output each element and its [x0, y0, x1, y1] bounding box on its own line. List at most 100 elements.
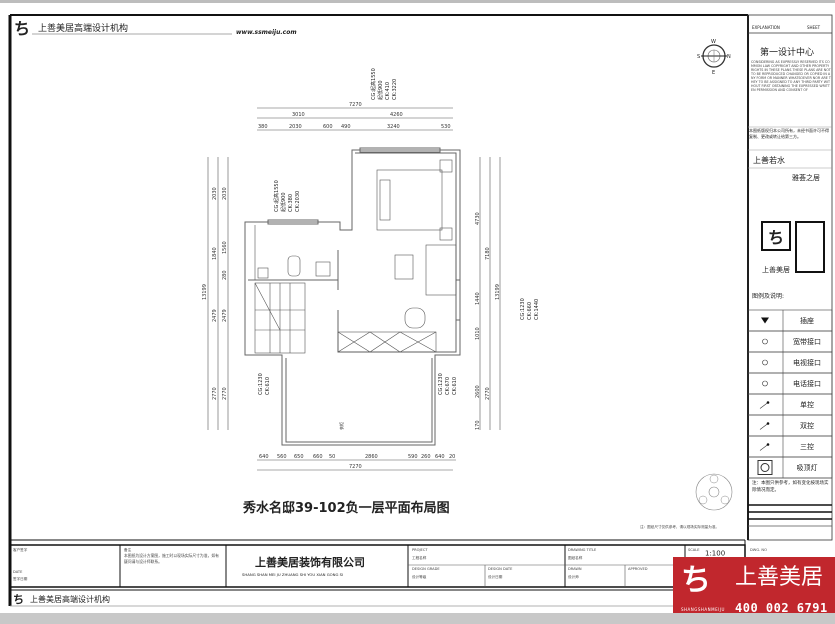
compass-rose-bottom-icon	[695, 473, 733, 511]
sheet-label: SHEET	[807, 25, 821, 30]
legend-label: 电话接口	[793, 379, 821, 388]
design-date-label: DESIGN DATE	[488, 567, 513, 571]
drawn-label: DRAWN	[568, 567, 582, 571]
note-left-1: 起低900	[280, 192, 287, 212]
legend-row: 插座	[747, 309, 833, 332]
dim-right-outer-0: 7180	[485, 247, 491, 260]
window-right	[455, 279, 461, 321]
note-left-3: CK:2030	[295, 191, 301, 212]
top-border	[0, 0, 835, 3]
header-website[interactable]: www.ssmeiju.com	[236, 29, 297, 36]
note-storage: 衣柜	[338, 422, 344, 430]
title-block: 客户签字 DATE 签字日期 备注 本图纸为设计方案图，施工时以现场实际尺寸为准…	[9, 539, 767, 607]
compass-icon: W S N E	[697, 39, 731, 76]
brand-phone: 400 002 6791	[735, 601, 828, 615]
legend-label: 单控	[800, 400, 814, 409]
project-label: PROJECT	[412, 548, 428, 552]
phone-port-icon	[762, 380, 768, 387]
date-label: DATE	[13, 570, 23, 574]
dim-bottom-8: 640	[435, 454, 445, 460]
bedroom-furniture	[337, 159, 457, 353]
dwg-no-label: DWG. NO	[750, 548, 767, 552]
side-panel: EXPLANATION SHEET 第一设计中心 CONSIDERING AS …	[747, 14, 833, 541]
dim-top-3-1: 2030	[289, 124, 302, 130]
chair-icon	[404, 307, 426, 329]
company-name: 上善美居装饰有限公司	[255, 555, 365, 569]
drawing-title-label: DRAWING TITLE	[568, 548, 597, 552]
dim-top-2-1: 4260	[390, 112, 403, 118]
dim-left-inner-2: 280	[222, 270, 228, 280]
legend-label: 双控	[800, 421, 814, 430]
legend-note: 注：本图只供参考，如有变化按现场实际情况而定。	[752, 481, 829, 493]
brand-badge[interactable]: ち 上善美居 SHANGSHANMEIJU 400 002 6791	[673, 557, 835, 623]
legend-label: 插座	[800, 316, 814, 325]
dim-top-3-3: 490	[341, 124, 351, 130]
annotations: CG:起高1550 起低900 CK:410 CK:3220 CG:起高1550…	[258, 68, 540, 430]
note-left-2: CK:380	[288, 194, 294, 212]
sink-icon	[315, 261, 331, 277]
dim-left-inner-0: 2030	[222, 187, 228, 200]
right-dimensions: 4730 1440 1010 2600 170 7180 2770 13199	[475, 157, 501, 430]
tv-port-icon	[762, 359, 768, 366]
legend-label: 宽带接口	[793, 337, 821, 346]
note-top-3: CK:3220	[392, 79, 398, 100]
note-left-0: CG:起高1550	[273, 180, 280, 212]
project-value: 工程名称	[412, 555, 427, 560]
dim-left-inner-1: 1560	[222, 241, 228, 254]
copyright-cn: 本图纸版权归本公司所有，未经书面许可不得复制、更改或转让给第三方。	[749, 128, 829, 139]
note-top-1: 起低900	[377, 80, 384, 100]
brand-name: 上善美居	[735, 565, 824, 590]
design-grade-label: DESIGN GRADE	[412, 567, 440, 571]
dim-bottom-5: 2860	[365, 454, 378, 460]
design-grade-value: 设计等级	[412, 574, 427, 579]
socket-icon	[761, 317, 769, 324]
date-value: 签字日期	[13, 576, 28, 581]
client-label: 客户签字	[13, 547, 28, 552]
double-switch-icon	[759, 422, 770, 430]
dim-left-outer-1: 1840	[212, 247, 218, 260]
note-top-2: CK:410	[385, 82, 391, 100]
compass-n: N	[727, 54, 731, 60]
note-right-1: CK:660	[527, 302, 533, 320]
brand-dots: SHANGSHANMEIJU	[681, 607, 725, 612]
dim-right-outer-1: 2770	[485, 387, 491, 400]
left-dimensions: 13199 2030 1840 2479 2770 2030 1560 280 …	[202, 157, 229, 430]
dim-bottom-1: 560	[277, 454, 287, 460]
dim-left-outer-0: 2030	[212, 187, 218, 200]
dim-left-outer-3: 2770	[212, 387, 218, 400]
dim-right-inner-1: 1440	[475, 292, 481, 305]
approved-label: APPROVED	[628, 567, 648, 571]
dim-left-total: 13199	[202, 284, 208, 300]
dim-right-inner-4: 170	[475, 420, 481, 430]
staircase	[254, 282, 306, 354]
dim-bottom-3: 660	[313, 454, 323, 460]
drawn-value: 设计师	[568, 574, 579, 579]
note-right-2: CK:1440	[534, 299, 540, 320]
sofa-icon	[425, 244, 457, 296]
single-switch-icon	[759, 401, 770, 409]
window-left	[267, 219, 319, 225]
footer-org-name: 上善美居高端设计机构	[30, 594, 110, 604]
note-label: 备注	[124, 547, 132, 552]
dim-top-3-5: 530	[441, 124, 451, 130]
bottom-border	[0, 613, 835, 624]
legend-row: 三控	[747, 435, 833, 458]
bed-icon	[376, 169, 443, 231]
design-date-value: 设计日期	[488, 574, 503, 579]
dim-top-total: 7270	[349, 102, 362, 108]
legend-title: 图例及说明:	[752, 292, 784, 300]
side-logo: ち 上善美居	[761, 221, 825, 274]
window-top	[359, 147, 441, 153]
project-name: 上善若水	[753, 155, 785, 165]
legend-label: 吸顶灯	[797, 463, 818, 472]
toilet-icon	[287, 255, 301, 277]
note-top-0: CG:起高1550	[370, 68, 377, 100]
brand-logo-icon: ち	[681, 563, 711, 598]
basin-icon	[257, 267, 269, 279]
note-right-0: CG:1230	[520, 298, 526, 320]
legend-row: 双控	[747, 414, 833, 437]
dim-top-3-2: 600	[323, 124, 333, 130]
compass-s: S	[697, 54, 700, 60]
